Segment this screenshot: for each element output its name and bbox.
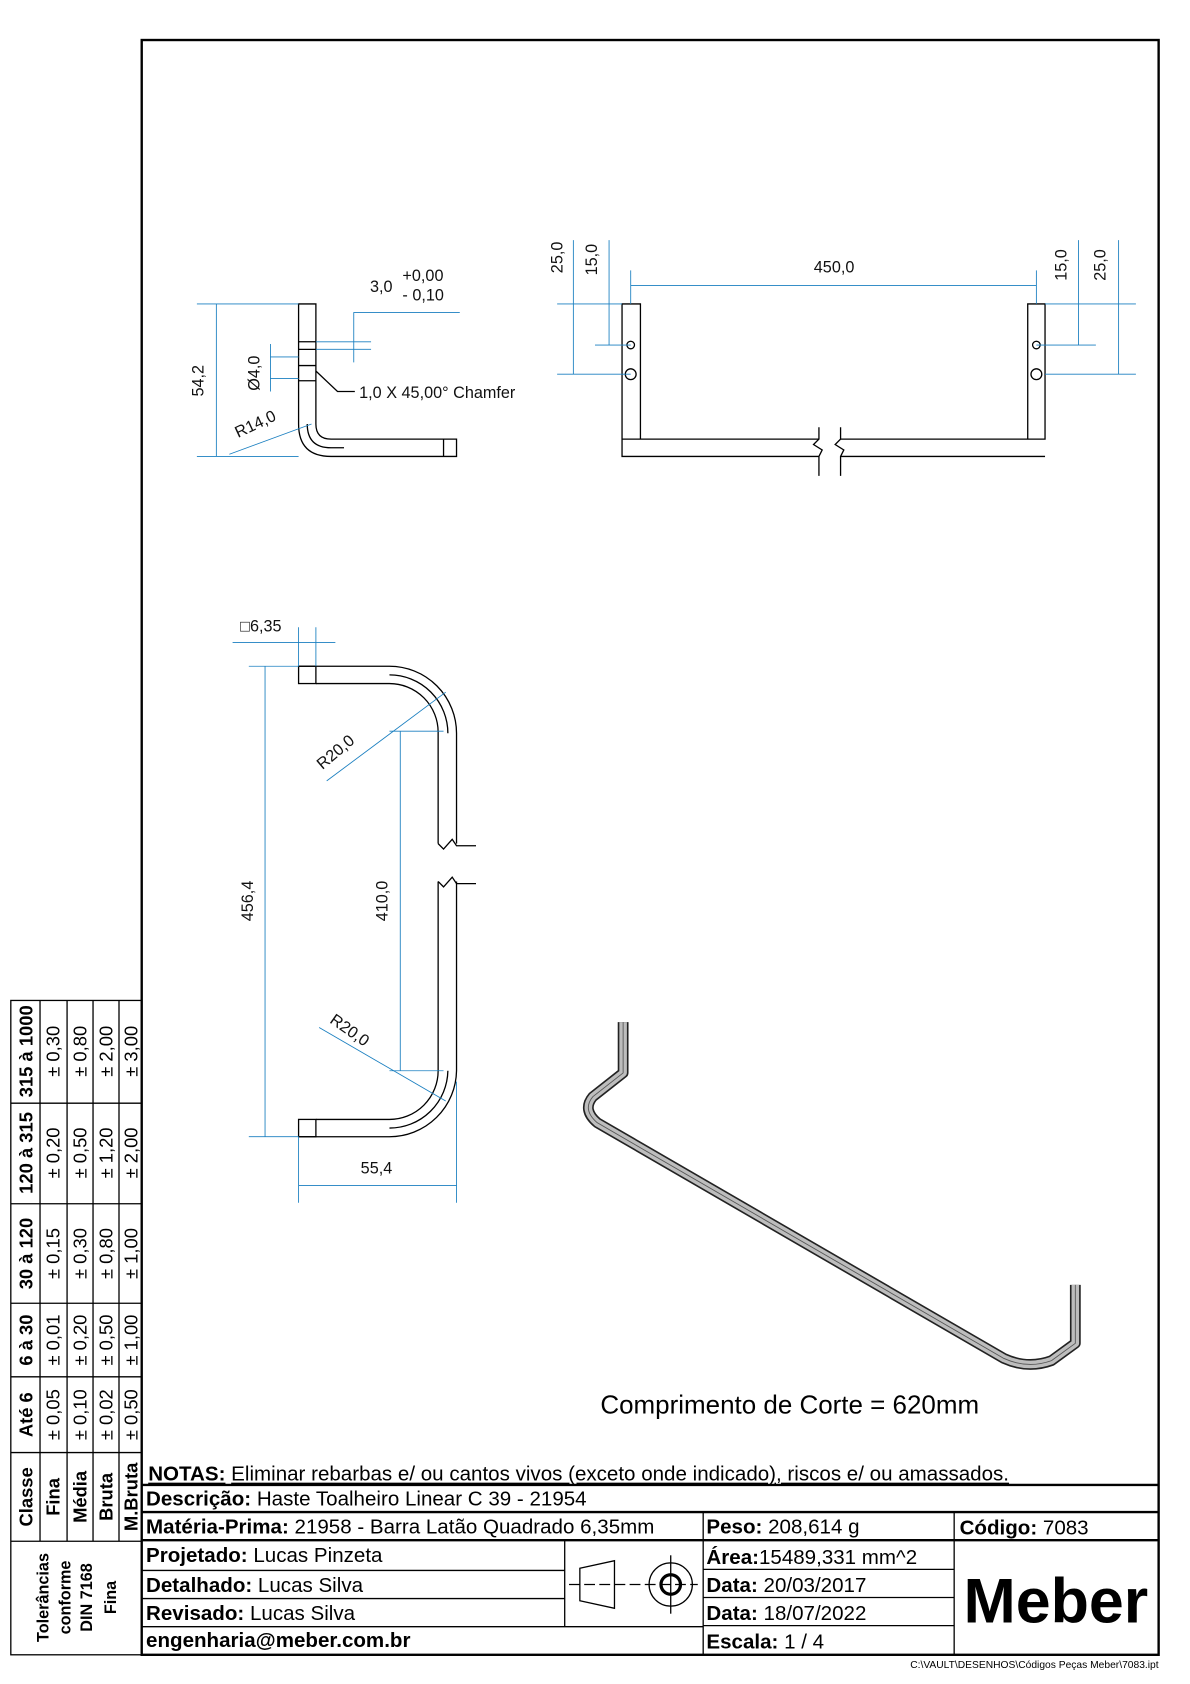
tol-value: ± 0,80 — [96, 1228, 117, 1279]
tol-class: Bruta — [96, 1472, 117, 1521]
description: Descrição: Haste Toalheiro Linear C 39 -… — [146, 1488, 587, 1511]
dim-radius-top: R20,0 — [313, 732, 358, 774]
file-path: C:\VAULT\DESENHOS\Códigos Peças Meber\70… — [910, 1660, 1159, 1671]
title-block: NOTAS: Eliminar rebarbas e/ ou cantos vi… — [141, 1463, 1159, 1655]
created-date: Data: 20/03/2017 — [706, 1574, 866, 1597]
tol-value: ± 0,01 — [42, 1315, 63, 1366]
tol-row-media: Média ± 0,10 ± 0,20 ± 0,30 ± 0,50 ± 0,80 — [70, 1026, 91, 1523]
tol-title-line: conforme — [56, 1561, 74, 1635]
tol-value: ± 0,20 — [70, 1315, 91, 1366]
dim-tol-minus: - 0,10 — [402, 287, 443, 305]
tol-value: ± 2,00 — [96, 1026, 117, 1077]
isometric-view — [582, 1022, 1081, 1370]
dim-radius-bottom: R20,0 — [327, 1011, 373, 1051]
detailed-by: Detalhado: Lucas Silva — [146, 1574, 364, 1597]
tol-value: ± 1,00 — [120, 1315, 141, 1366]
tol-row-fina: Fina ± 0,05 ± 0,01 ± 0,15 ± 0,20 ± 0,30 — [42, 1026, 63, 1516]
tol-value: ± 1,00 — [120, 1228, 141, 1279]
tol-range: 120 à 315 — [15, 1112, 36, 1194]
revised-date: Data: 18/07/2022 — [706, 1602, 866, 1625]
tol-range: 30 à 120 — [15, 1218, 36, 1290]
tol-range: Até 6 — [15, 1392, 36, 1437]
part-code: Código: 7083 — [960, 1517, 1089, 1540]
dim-section: □6,35 — [240, 618, 281, 636]
tol-row-bruta: Bruta ± 0,02 ± 0,50 ± 0,80 ± 1,20 ± 2,00 — [96, 1026, 117, 1521]
top-view: □6,35 456,4 410,0 55,4 R20,0 R20,0 — [232, 618, 476, 1203]
tol-value: ± 0,50 — [96, 1315, 117, 1366]
tol-row-mbruta: M.Bruta ± 0,50 ± 1,00 ± 1,00 ± 2,00 ± 3,… — [120, 1026, 141, 1531]
cut-length-note: Comprimento de Corte = 620mm — [600, 1390, 979, 1420]
notes: NOTAS: Eliminar rebarbas e/ ou cantos vi… — [148, 1463, 1009, 1486]
tol-value: ± 0,15 — [42, 1228, 63, 1279]
tol-value: ± 3,00 — [120, 1026, 141, 1077]
reviewed-by: Revisado: Lucas Silva — [146, 1602, 356, 1625]
dim-side-radius: R14,0 — [232, 407, 279, 442]
tol-title-line: Tolerâncias — [35, 1553, 53, 1642]
tol-standard-title: Tolerâncias conforme DIN 7168 Fina — [35, 1553, 120, 1642]
tol-value: ± 0,10 — [70, 1389, 91, 1440]
tol-value: ± 0,20 — [42, 1127, 63, 1178]
tol-title-line: Fina — [102, 1580, 120, 1614]
dim-front-width: 450,0 — [814, 259, 855, 277]
dim-left-15: 15,0 — [583, 244, 601, 276]
tolerance-table: Classe Até 6 6 à 30 30 à 120 120 à 315 3… — [10, 999, 143, 1656]
dim-left-25: 25,0 — [549, 242, 567, 274]
tol-class-header: Classe — [15, 1467, 36, 1526]
area: Área:15489,331 mm^2 — [706, 1546, 917, 1569]
tol-title-line: DIN 7168 — [78, 1563, 96, 1632]
tol-class: Fina — [42, 1477, 63, 1516]
tol-value: ± 0,05 — [42, 1389, 63, 1440]
tol-value: ± 1,20 — [96, 1127, 117, 1178]
front-view: 450,0 25,0 15,0 15,0 25,0 — [549, 240, 1136, 476]
tol-value: ± 0,30 — [42, 1026, 63, 1077]
tol-range: 6 à 30 — [15, 1315, 36, 1366]
weight: Peso: 208,614 g — [706, 1516, 859, 1539]
tol-value: ± 2,00 — [120, 1127, 141, 1178]
scale: Escala: 1 / 4 — [706, 1630, 824, 1653]
designed-by: Projetado: Lucas Pinzeta — [146, 1544, 383, 1567]
contact-email: engenharia@meber.com.br — [146, 1629, 410, 1652]
dim-right-15: 15,0 — [1053, 249, 1071, 281]
side-view: 54,2 Ø4,0 3,0 +0,00 - 0,10 1,0 X 45,00° … — [189, 267, 516, 458]
company-logo: Meber — [963, 1566, 1148, 1636]
tol-class: M.Bruta — [120, 1462, 141, 1531]
dim-overall: 456,4 — [239, 881, 257, 922]
tol-value: ± 0,80 — [70, 1026, 91, 1077]
dim-offset: 3,0 — [370, 278, 393, 296]
tol-value: ± 0,50 — [120, 1389, 141, 1440]
tol-value: ± 0,50 — [70, 1127, 91, 1178]
sheet-border — [140, 38, 1160, 1656]
dim-chamfer: 1,0 X 45,00° Chamfer — [359, 384, 516, 402]
tol-value: ± 0,02 — [96, 1389, 117, 1440]
tol-class: Média — [70, 1470, 91, 1523]
dim-right-25: 25,0 — [1092, 249, 1110, 281]
projection-symbol-icon — [569, 1555, 698, 1614]
tol-range: 315 à 1000 — [15, 1005, 36, 1097]
tol-value: ± 0,30 — [70, 1228, 91, 1279]
dim-inner: 410,0 — [373, 881, 391, 922]
dim-tol-plus: +0,00 — [402, 267, 443, 285]
dim-hole-diameter: Ø4,0 — [246, 356, 264, 391]
dim-side-height: 54,2 — [189, 365, 207, 397]
dim-depth: 55,4 — [361, 1160, 393, 1178]
raw-material: Matéria-Prima: 21958 - Barra Latão Quadr… — [146, 1516, 654, 1539]
